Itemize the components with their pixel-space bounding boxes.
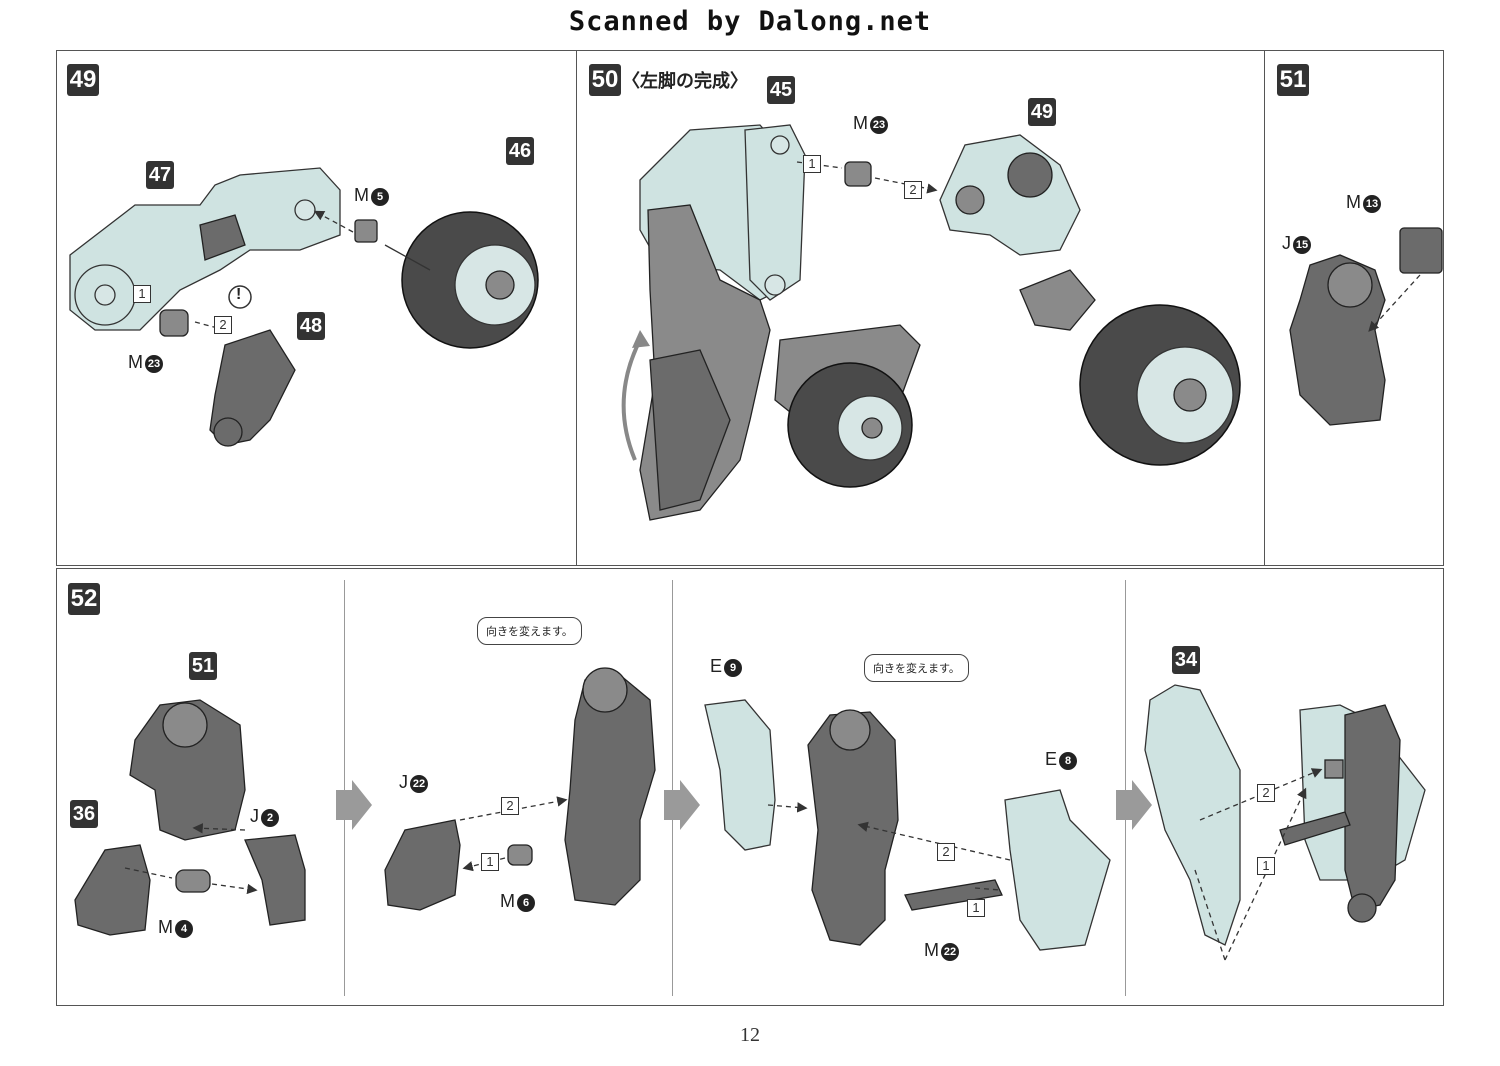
step-52-divider-2 [672, 580, 673, 996]
order-1-49: 1 [133, 285, 151, 303]
step-50-badge: 50 [589, 64, 621, 96]
part-45-badge: 45 [767, 76, 795, 104]
part-36-badge: 36 [70, 800, 98, 828]
order-1-52a: 1 [481, 853, 499, 871]
step-52-divider-3 [1125, 580, 1126, 996]
note-bubble-2: 向きを変えます。 [864, 654, 969, 682]
part-34-badge: 34 [1172, 646, 1200, 674]
order-2-52a: 2 [501, 797, 519, 815]
page-number: 12 [740, 1024, 760, 1046]
part-47-badge: 47 [146, 161, 174, 189]
step-50-title: 〈左脚の完成〉 [622, 71, 748, 92]
step-52-badge: 52 [68, 583, 100, 615]
part-46-badge: 46 [506, 137, 534, 165]
step-51-art [1289, 227, 1443, 426]
warning-icon: ! [236, 286, 242, 303]
note-bubble-1: 向きを変えます。 [477, 617, 582, 645]
step-49-badge: 49 [67, 64, 99, 96]
order-1-52c: 1 [1257, 857, 1275, 875]
part-51-badge: 51 [189, 652, 217, 680]
order-2-50: 2 [904, 181, 922, 199]
step-52-art [74, 667, 1426, 961]
order-2-52c: 2 [1257, 784, 1275, 802]
order-1-50: 1 [803, 155, 821, 173]
step-51-badge: 51 [1277, 64, 1309, 96]
step-49-art [69, 167, 539, 447]
step-52-divider-1 [344, 580, 345, 996]
order-2-49: 2 [214, 316, 232, 334]
part-48-badge: 48 [297, 312, 325, 340]
order-2-52b: 2 [937, 843, 955, 861]
order-1-52b: 1 [967, 899, 985, 917]
step-50-art [621, 124, 1241, 521]
scan-credit: Scanned by Dalong.net [568, 6, 932, 37]
part-49-badge: 49 [1028, 98, 1056, 126]
